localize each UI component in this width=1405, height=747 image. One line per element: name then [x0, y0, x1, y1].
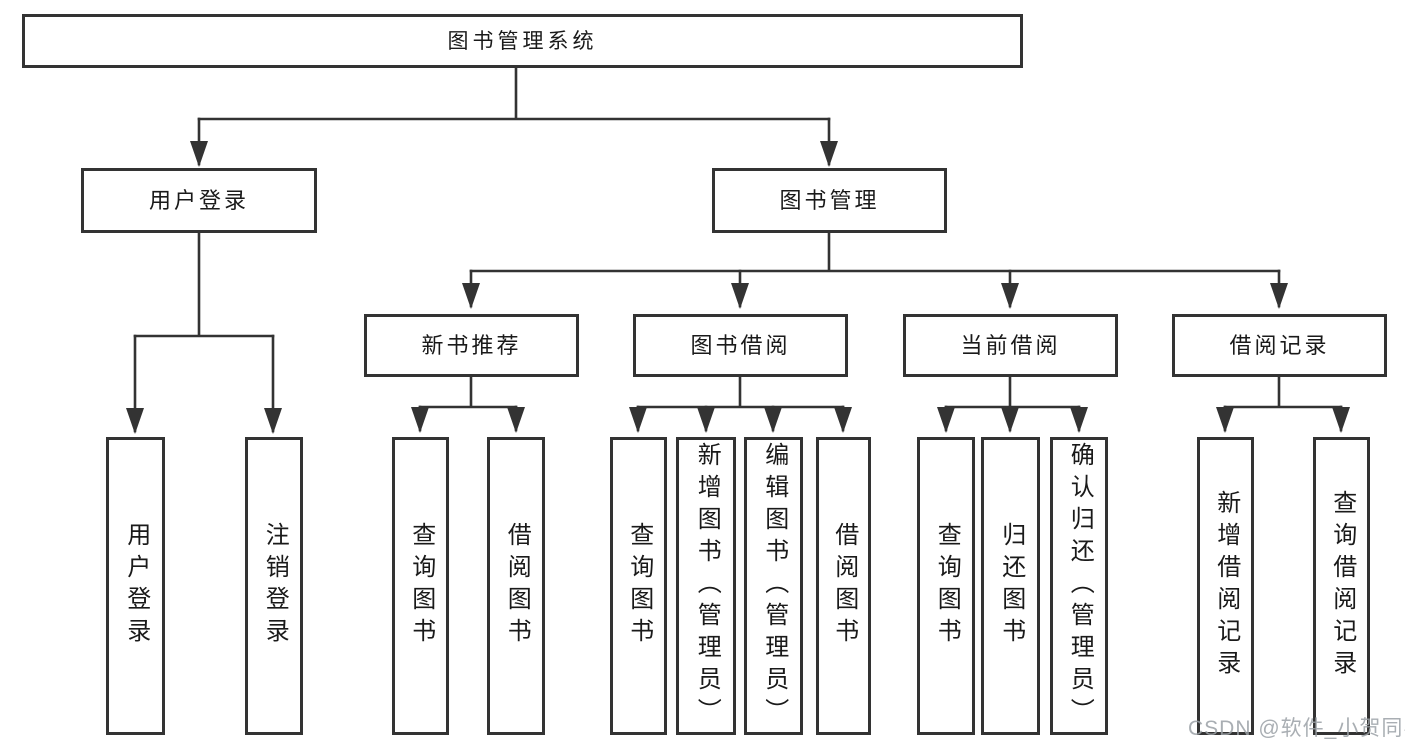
node-label: 图书管理	[779, 187, 880, 213]
leaf-add-borrow-record: 新增借阅记录	[1197, 437, 1254, 735]
node-label: 编辑图书（管理员）	[760, 442, 788, 730]
leaf-confirm-return-admin: 确认归还（管理员）	[1050, 437, 1108, 735]
leaf-add-books-admin: 新增图书（管理员）	[676, 437, 736, 735]
watermark: CSDN @软件_小贺同学	[1188, 717, 1405, 740]
node-label: 查询图书	[407, 522, 435, 650]
node-label: 新增图书（管理员）	[693, 442, 721, 730]
leaf-borrow-books-borrowing: 借阅图书	[816, 437, 871, 735]
node-book-borrowing: 图书借阅	[633, 314, 848, 377]
node-label: 借阅记录	[1229, 332, 1330, 358]
node-label: 新增借阅记录	[1212, 490, 1240, 682]
node-label: 图书借阅	[690, 332, 791, 358]
node-label: 借阅图书	[830, 522, 858, 650]
node-label: 查询图书	[933, 522, 961, 650]
node-label: 注销登录	[261, 522, 289, 650]
node-label: 新书推荐	[421, 332, 522, 358]
node-borrowing-records: 借阅记录	[1172, 314, 1387, 377]
node-label: 归还图书	[997, 522, 1025, 650]
node-library-management-system: 图书管理系统	[22, 14, 1023, 68]
node-book-management: 图书管理	[712, 168, 947, 233]
node-label: 图书管理系统	[447, 29, 598, 53]
node-label: 查询借阅记录	[1328, 490, 1356, 682]
node-label: 当前借阅	[960, 332, 1061, 358]
leaf-edit-books-admin: 编辑图书（管理员）	[744, 437, 803, 735]
leaf-query-books-recommend: 查询图书	[392, 437, 449, 735]
leaf-query-books-current: 查询图书	[917, 437, 975, 735]
node-label: 用户登录	[148, 187, 249, 213]
leaf-query-books-borrowing: 查询图书	[610, 437, 667, 735]
node-new-book-recommendation: 新书推荐	[364, 314, 579, 377]
leaf-user-login: 用户登录	[106, 437, 165, 735]
leaf-borrow-books-recommend: 借阅图书	[487, 437, 545, 735]
node-label: 查询图书	[625, 522, 653, 650]
node-label: 用户登录	[122, 522, 150, 650]
leaf-query-borrow-record: 查询借阅记录	[1313, 437, 1370, 735]
node-label: 确认归还（管理员）	[1066, 442, 1094, 730]
node-current-borrowing: 当前借阅	[903, 314, 1118, 377]
node-user-login: 用户登录	[81, 168, 317, 233]
leaf-logout-login: 注销登录	[245, 437, 303, 735]
leaf-return-books: 归还图书	[981, 437, 1040, 735]
node-label: 借阅图书	[503, 522, 531, 650]
